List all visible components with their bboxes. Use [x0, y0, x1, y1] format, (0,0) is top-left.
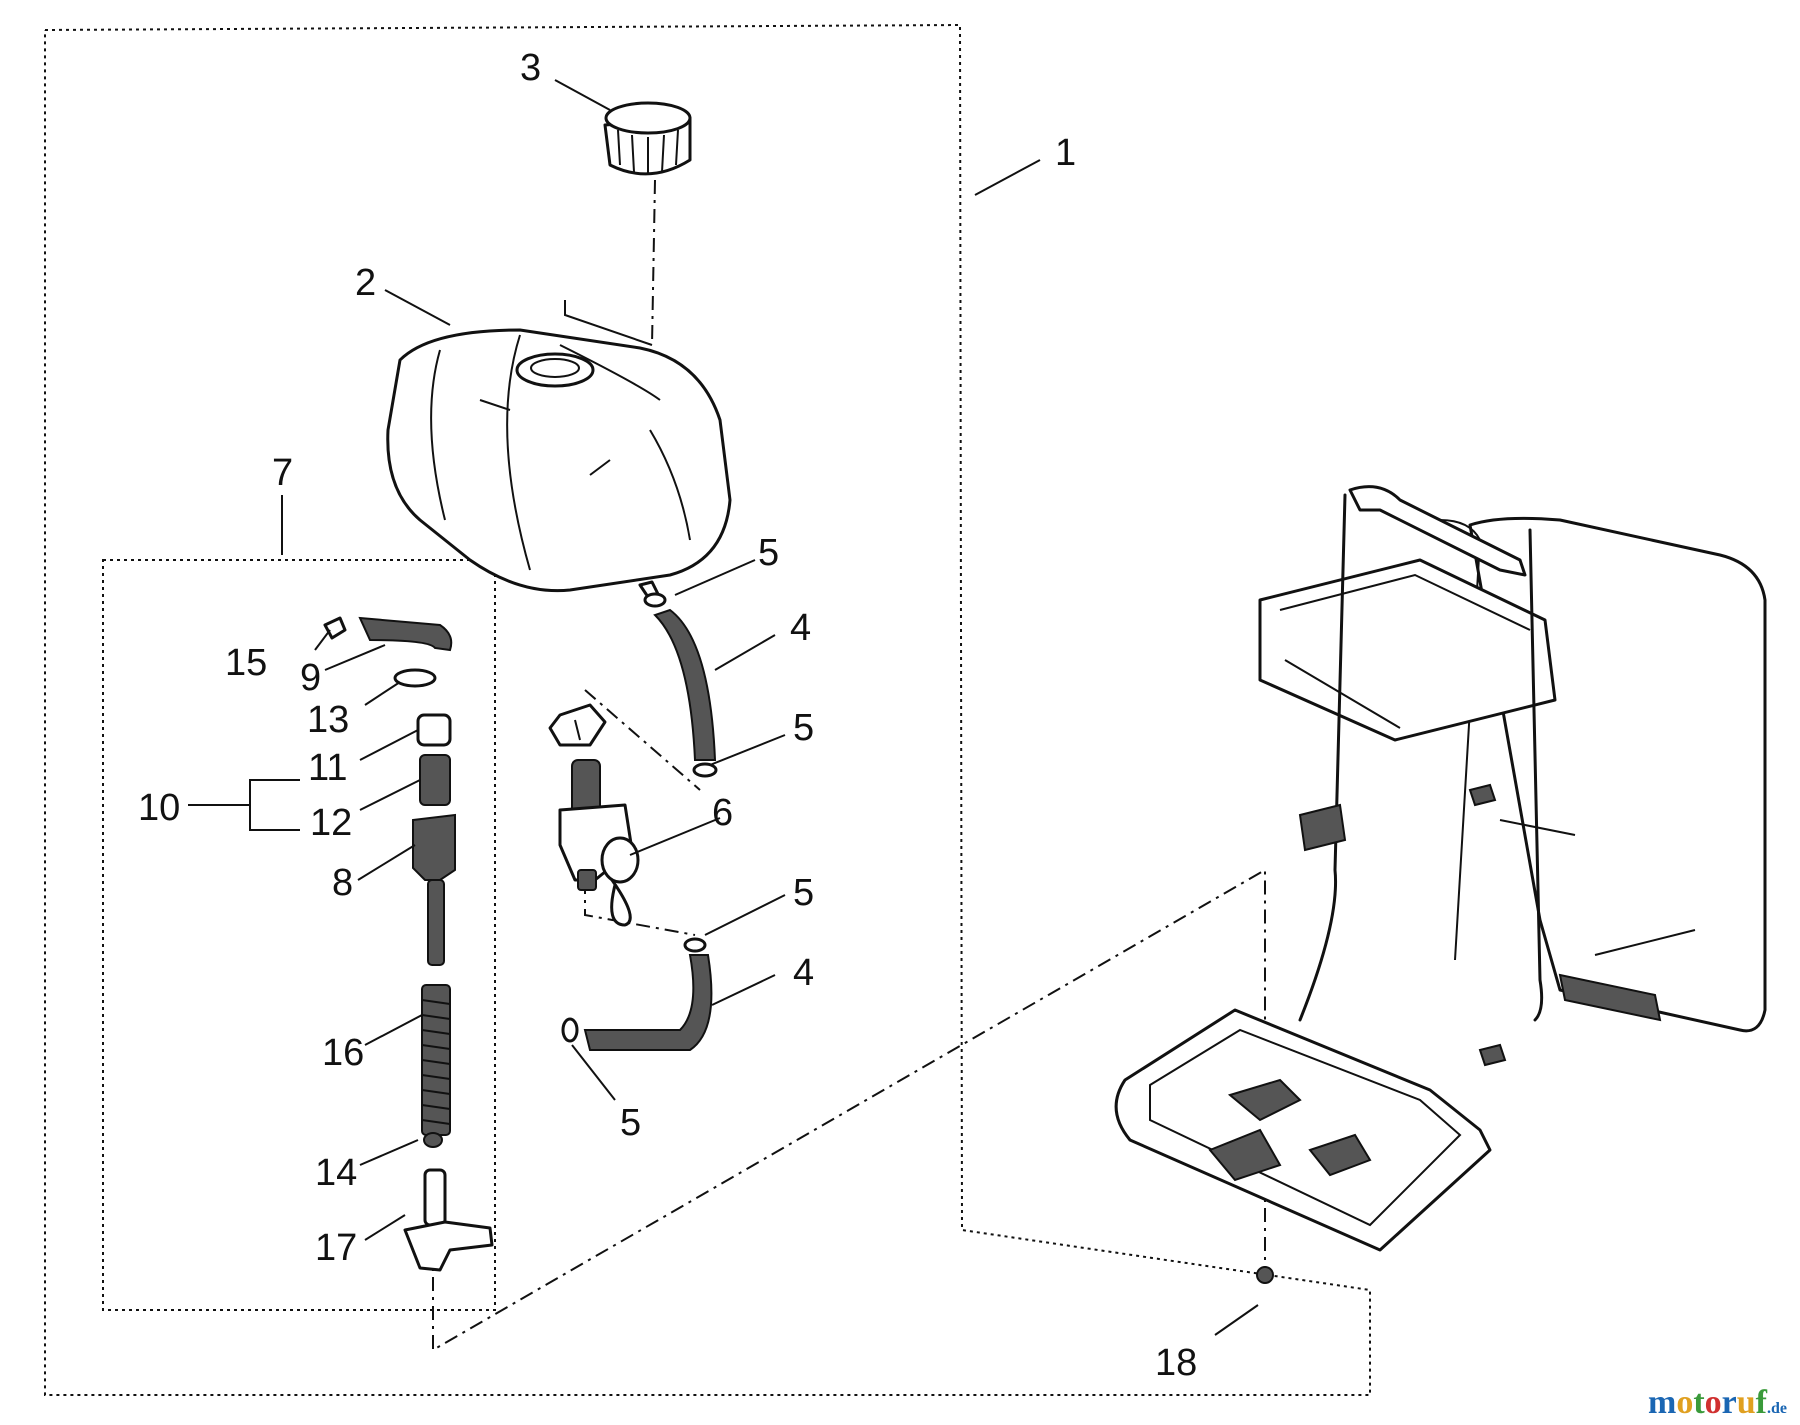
callout-11: 11: [308, 747, 347, 789]
callout-5-a: 5: [758, 532, 779, 574]
callout-12: 12: [310, 802, 352, 844]
fuel-hose-lower-part-4: [561, 937, 713, 1051]
callout-18: 18: [1155, 1342, 1197, 1384]
fuel-cap-part-3: [603, 101, 692, 176]
watermark-letter: u: [1737, 1384, 1756, 1421]
fuel-hose-upper-part-4: [643, 592, 718, 778]
watermark-suffix: .de: [1767, 1400, 1787, 1417]
leader-lines: [188, 79, 1259, 1336]
callout-5-d: 5: [620, 1102, 641, 1144]
callout-2: 2: [355, 262, 376, 304]
fuel-filter-assembly-part-7: [323, 616, 494, 1272]
callout-14: 14: [315, 1152, 357, 1194]
callout-10: 10: [138, 787, 180, 829]
watermark-letter: o: [1705, 1384, 1722, 1421]
watermark-letter: t: [1693, 1384, 1705, 1421]
watermark-letter: o: [1676, 1384, 1693, 1421]
callout-15: 15: [225, 642, 267, 684]
fuel-tank-part-2: [386, 328, 732, 602]
callout-4-a: 4: [790, 607, 811, 649]
callout-5-b: 5: [793, 707, 814, 749]
callout-5-c: 5: [793, 872, 814, 914]
assembly-line-cap-tank: [564, 300, 653, 346]
watermark-letter: f: [1756, 1384, 1768, 1421]
callout-1: 1: [1055, 132, 1076, 174]
fuel-cock-part-6: [548, 703, 640, 927]
callout-13: 13: [307, 699, 349, 741]
callout-3: 3: [520, 47, 541, 89]
watermark-letter: r: [1722, 1384, 1737, 1421]
callout-9: 9: [300, 657, 321, 699]
assembly-line-cap: [651, 179, 656, 346]
callout-16: 16: [322, 1032, 364, 1074]
svg-text:motoruf.de: motoruf.de: [1648, 1384, 1787, 1421]
watermark-letter: m: [1648, 1384, 1676, 1421]
callout-7: 7: [272, 452, 293, 494]
backpack-frame-part-1: [1114, 485, 1767, 1284]
assembly-frame-7: [102, 559, 496, 1311]
watermark-logo: motoruf.de: [1648, 1384, 1787, 1421]
callout-6: 6: [712, 792, 733, 834]
watermark-text: motoruf: [1648, 1384, 1768, 1421]
assembly-frame-1: [44, 23, 1371, 1396]
assembly-line-cock-hose: [584, 880, 696, 936]
callout-17: 17: [315, 1227, 357, 1269]
assembly-line-nut-hose: [584, 689, 701, 791]
callout-4-b: 4: [793, 952, 814, 994]
callout-8: 8: [332, 862, 353, 904]
